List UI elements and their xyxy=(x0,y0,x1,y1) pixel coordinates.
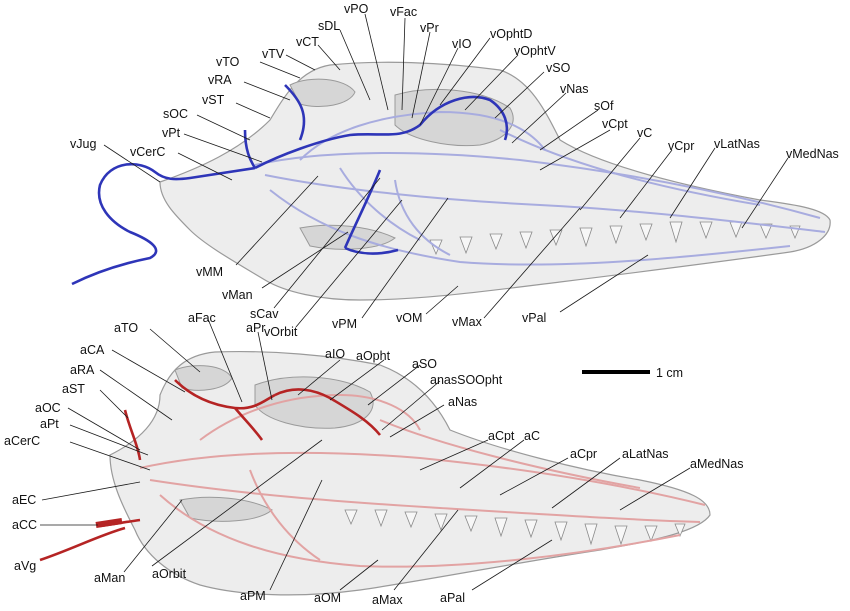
venous-network-dark xyxy=(71,84,509,286)
label-aOM: aOM xyxy=(314,591,341,605)
venous-skull-panel xyxy=(71,61,831,301)
label-sDL: sDL xyxy=(318,19,340,33)
label-vOphtD: vOphtD xyxy=(490,27,532,41)
venous-leader-lines xyxy=(103,13,789,328)
label-aOrbit: aOrbit xyxy=(152,567,187,581)
arterial-skull-panel xyxy=(39,350,711,596)
label-aCC: aCC xyxy=(12,518,37,532)
arterial-mandibular-fenestra xyxy=(179,496,273,522)
label-vTV: vTV xyxy=(262,47,285,61)
label-vRA: vRA xyxy=(208,73,232,87)
label-vMedNas: vMedNas xyxy=(786,147,839,161)
label-aFac: aFac xyxy=(188,311,216,325)
label-sOf: sOf xyxy=(594,99,614,113)
venous-network-light xyxy=(254,110,826,266)
label-aPt: aPt xyxy=(40,417,59,431)
label-vJug: vJug xyxy=(70,137,96,151)
label-vIO: vIO xyxy=(452,37,472,51)
label-aMan: aMan xyxy=(94,571,125,585)
arterial-leader-lines xyxy=(40,318,691,591)
venous-temporal-fenestra xyxy=(289,78,356,107)
label-vSO: vSO xyxy=(546,61,571,75)
label-vNas: vNas xyxy=(560,82,588,96)
label-vLatNas: vLatNas xyxy=(714,137,760,151)
label-aVg: aVg xyxy=(14,559,36,573)
carotid-stub xyxy=(95,518,123,528)
label-aCpt: aCpt xyxy=(488,429,515,443)
venous-orbit xyxy=(394,88,514,147)
label-aEC: aEC xyxy=(12,493,36,507)
label-vCpt: vCpt xyxy=(602,117,628,131)
arterial-labels: aTO aFac aPr aCA aRA aST aOC aPt aCerC a… xyxy=(4,311,744,607)
label-aMedNas: aMedNas xyxy=(690,457,744,471)
label-vFac: vFac xyxy=(390,5,417,19)
label-aOpht: aOpht xyxy=(356,349,391,363)
label-aPal: aPal xyxy=(440,591,465,605)
label-sCav: sCav xyxy=(250,307,279,321)
label-aTO: aTO xyxy=(114,321,138,335)
label-aMax: aMax xyxy=(372,593,403,607)
venous-teeth xyxy=(429,221,801,256)
scale-bar-label: 1 cm xyxy=(656,366,683,380)
label-vMax: vMax xyxy=(452,315,483,329)
arterial-network-light xyxy=(139,393,706,568)
label-anasSOOpht: anasSOOpht xyxy=(430,373,503,387)
label-aCerC: aCerC xyxy=(4,434,40,448)
label-vMM: vMM xyxy=(196,265,223,279)
label-aST: aST xyxy=(62,382,85,396)
label-vPt: vPt xyxy=(162,126,181,140)
label-aC: aC xyxy=(524,429,540,443)
label-aCA: aCA xyxy=(80,343,105,357)
label-vOphtV: vOphtV xyxy=(514,44,556,58)
label-vPal: vPal xyxy=(522,311,546,325)
label-aRA: aRA xyxy=(70,363,95,377)
label-aCpr: aCpr xyxy=(570,447,597,461)
label-vOrbit: vOrbit xyxy=(264,325,298,339)
scale-bar: 1 cm xyxy=(582,366,683,380)
label-aPM: aPM xyxy=(240,589,266,603)
label-aPr: aPr xyxy=(246,321,265,335)
label-aIO: aIO xyxy=(325,347,345,361)
arterial-network-dark xyxy=(39,379,382,562)
label-vPr: vPr xyxy=(420,21,439,35)
label-vC: vC xyxy=(637,126,652,140)
label-vCT: vCT xyxy=(296,35,319,49)
label-vPM: vPM xyxy=(332,317,357,331)
label-aLatNas: aLatNas xyxy=(622,447,669,461)
label-aNas: aNas xyxy=(448,395,477,409)
label-sOC: sOC xyxy=(163,107,188,121)
label-vPO: vPO xyxy=(344,2,369,16)
label-aOC: aOC xyxy=(35,401,61,415)
label-vST: vST xyxy=(202,93,225,107)
arterial-teeth xyxy=(344,509,686,546)
venous-labels: vJug vCerC vPt sOC vST vRA vTO vTV vCT s… xyxy=(70,2,839,339)
label-vMan: vMan xyxy=(222,288,253,302)
label-vTO: vTO xyxy=(216,55,240,69)
label-vCpr: vCpr xyxy=(668,139,694,153)
label-vCerC: vCerC xyxy=(130,145,165,159)
label-vOM: vOM xyxy=(396,311,422,325)
label-aSO: aSO xyxy=(412,357,437,371)
